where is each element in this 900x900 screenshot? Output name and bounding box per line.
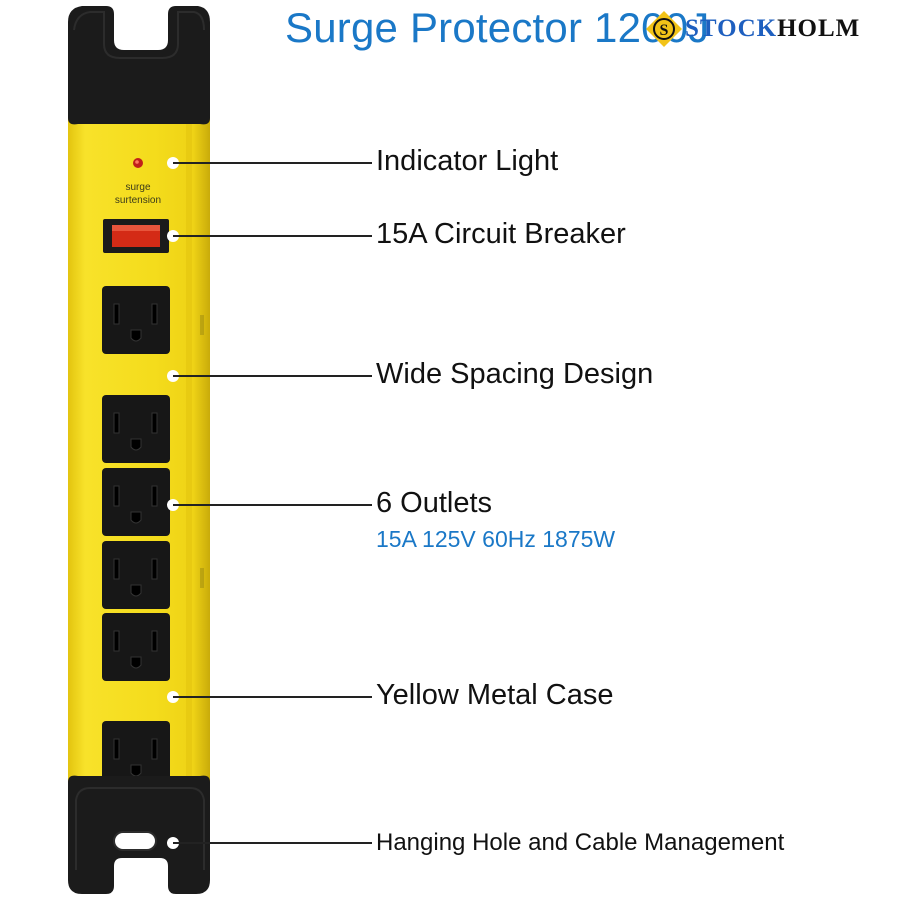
outlet bbox=[102, 468, 170, 536]
hanging-hole bbox=[113, 831, 157, 851]
indicator-caption-1: surge bbox=[125, 182, 150, 193]
callout-line-breaker bbox=[167, 230, 372, 242]
power-strip: surge surtension bbox=[68, 6, 210, 894]
callout-yellow-metal-case: Yellow Metal Case bbox=[376, 679, 614, 711]
logo-letter: S bbox=[660, 22, 669, 39]
stockholm-watermark: S STOCKHOLM bbox=[645, 6, 900, 52]
outlet bbox=[102, 541, 170, 609]
callout-line-case bbox=[167, 691, 372, 703]
stockholm-logo-icon: S bbox=[645, 10, 683, 48]
callout-line-spacing bbox=[167, 370, 372, 382]
outlet-spec-text: 15A 125V 60Hz 1875W bbox=[376, 526, 616, 552]
callout-line-outlets bbox=[167, 499, 372, 511]
watermark-text: STOCKHOLM bbox=[685, 15, 860, 43]
callout-indicator-light: Indicator Light bbox=[376, 145, 559, 177]
callout-circuit-breaker: 15A Circuit Breaker bbox=[376, 218, 626, 250]
outlet bbox=[102, 613, 170, 681]
callout-line-hanging bbox=[167, 837, 372, 849]
callout-line-indicator bbox=[167, 157, 372, 169]
outlet bbox=[102, 395, 170, 463]
outlet bbox=[102, 286, 170, 354]
callout-wide-spacing: Wide Spacing Design bbox=[376, 358, 654, 390]
indicator-caption-2: surtension bbox=[115, 195, 161, 206]
callout-6-outlets: 6 Outlets bbox=[376, 487, 493, 519]
page-title: Surge Protector 1200J bbox=[285, 4, 710, 51]
outlet bbox=[102, 721, 170, 789]
watermark-part-a: STOCK bbox=[685, 15, 778, 42]
watermark-part-b: HOLM bbox=[777, 15, 861, 42]
callout-hanging-hole: Hanging Hole and Cable Management bbox=[376, 829, 785, 856]
